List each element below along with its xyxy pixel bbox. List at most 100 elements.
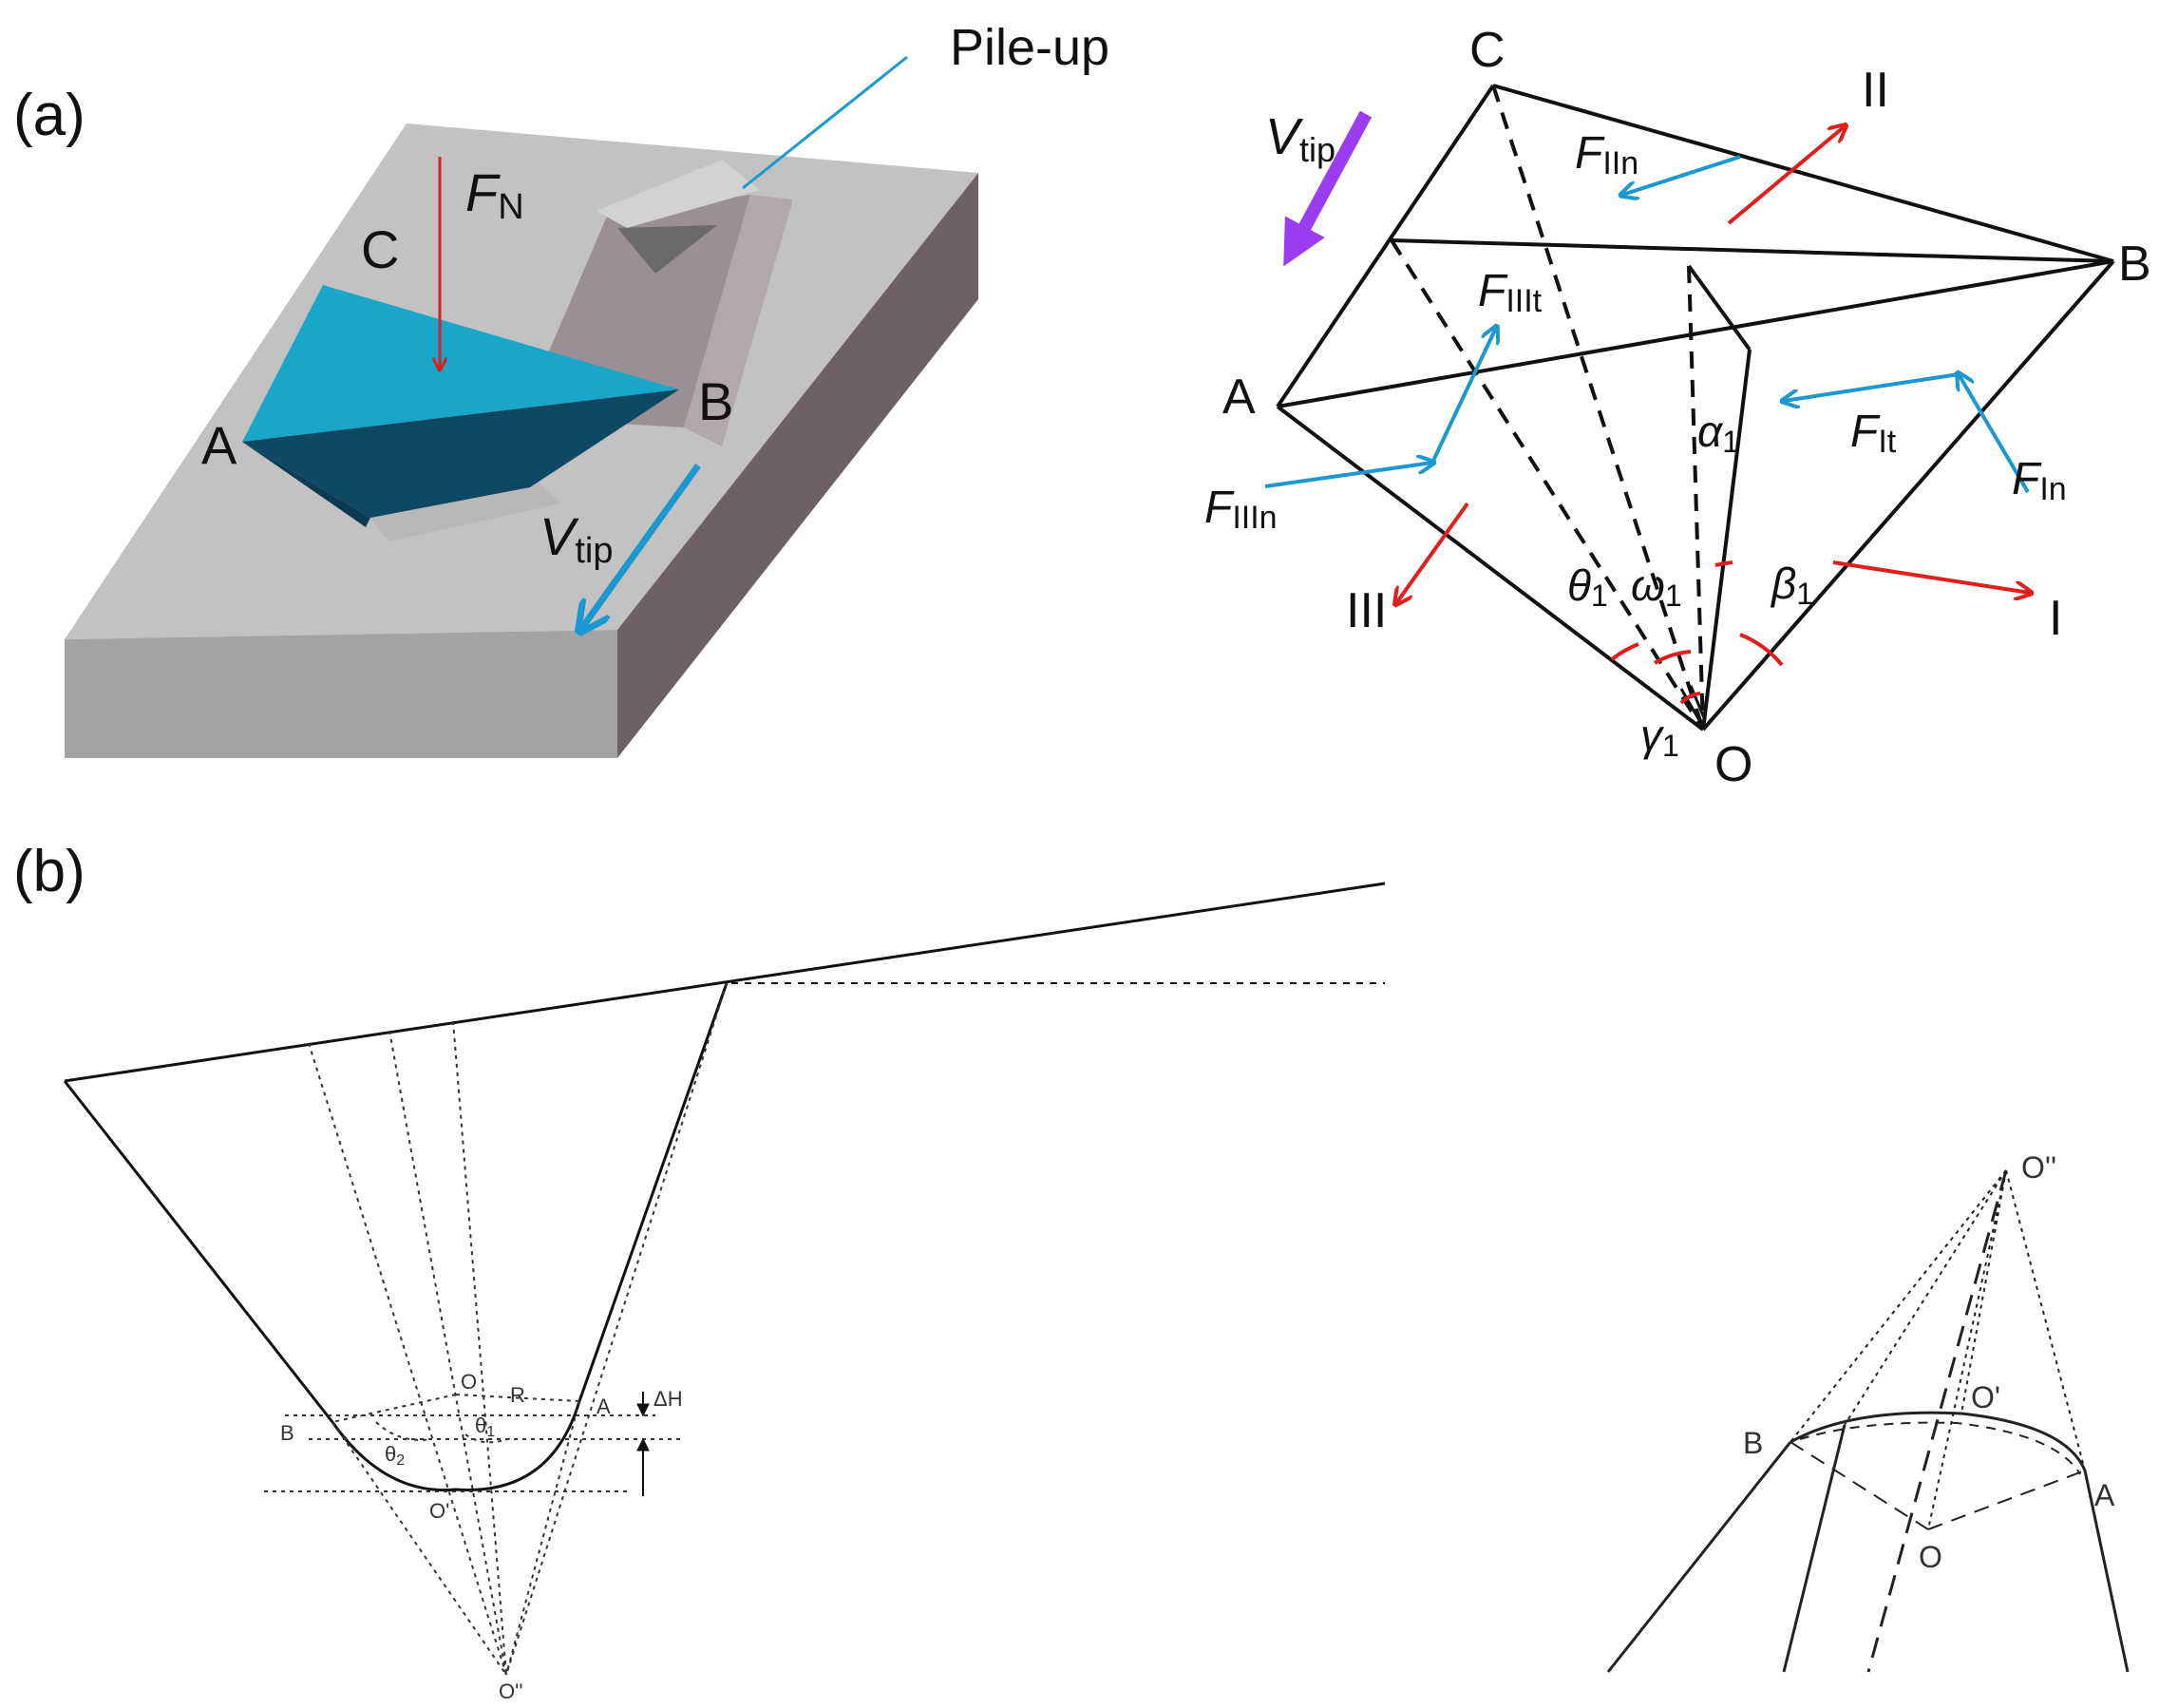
cone-dotted-2 [1844,1169,2007,1426]
block-vertex-b: B [698,371,733,431]
edge-a-o [1276,405,1705,731]
profile-o-double-label: O'' [499,1680,523,1703]
direction-label-1: I [2049,591,2062,646]
edge-c-a [1276,84,1495,408]
pyramid-velocity-arrow [1283,110,1373,267]
force-iin-arrow [1622,155,1741,195]
block-vertex-a: A [201,415,237,475]
construction-line-2 [388,1030,507,1676]
direction-arrow-1 [1832,560,2030,593]
apex-hatch-1 [1679,688,1702,723]
dashed-ridge-o [1687,265,1705,731]
profile-curve [63,982,729,1492]
cone-right-edge [2083,1470,2130,1673]
pyramid-vertex-b: B [2118,237,2151,292]
pileup-label: Pile-up [950,19,1109,76]
force-iiit-arrow [1430,328,1496,464]
cone-dotted-lines [1790,1169,2086,1530]
construction-line-4 [505,982,728,1676]
beta-arc [1739,633,1784,667]
pyramid-vertex-a: A [1222,370,1256,425]
cone-inner-edge [1782,1424,1847,1673]
profile-r-label: R [510,1383,525,1407]
cone-dotted-4 [2005,1169,2086,1471]
force-it-label: FIt [1850,407,1897,460]
profile-theta-1-label: θ1 [475,1414,495,1440]
force-iiin-arrow [1264,463,1432,488]
cone-left-edge [1606,1441,1792,1673]
construction-line-3 [452,1020,507,1676]
panel-a-label: (a) [13,83,85,148]
theta-arc [1610,642,1639,661]
direction-arrow-3 [1396,502,1469,603]
pyramid-schematic [1276,84,2115,731]
force-iiin-label: FIIIn [1204,483,1278,536]
theta-label: θ1 [1567,560,1608,613]
cone-axis [1866,1169,2008,1673]
tip-lower-face [242,442,370,527]
gamma-label: γ1 [1640,711,1679,763]
edge-ridge-o [1701,349,1752,731]
dashed-mid-o [1390,238,1705,731]
groove-exit [366,475,560,541]
construction-line-6 [505,1400,580,1676]
cone-dotted-1 [1790,1169,2007,1443]
beta-label: β1 [1770,559,1813,611]
block-side-face [617,173,978,758]
block-velocity-arrow [581,463,701,629]
edge-a-b [1277,259,2114,408]
pyramid-vertex-c: C [1469,23,1506,78]
cone-dotted-3 [1927,1169,2007,1530]
dashed-c-o [1491,85,1705,731]
cone-b-label: B [1743,1426,1763,1460]
groove-wall [684,195,793,446]
pyramid-vertex-o: O [1714,737,1752,792]
angle-arcs [1610,560,1784,705]
profile-b-label: B [280,1421,294,1445]
force-in-arrow [1959,374,2030,494]
force-iiit-label: FIIIt [1478,266,1543,319]
omega-arc [1653,650,1692,665]
edge-ridge [1687,264,1752,351]
cone-cap-arc [1790,1411,2087,1471]
profile-theta-2-label: θ2 [385,1442,405,1469]
construction-line-1 [308,1042,507,1676]
pileup-ridge [597,160,760,228]
tip-dark-face [242,389,679,518]
surface-line [64,882,1386,1083]
direction-arrow-2 [1727,126,1845,225]
construction-line-5 [331,1421,507,1676]
profile-o-label: O [461,1370,477,1394]
cone-diagram [1606,1169,2130,1673]
cone-a-label: A [2094,1478,2115,1512]
cone-base-line-b [1790,1441,1929,1530]
cone-base-line-a [1927,1470,2086,1530]
alpha-arc [1714,560,1733,567]
direction-label-2: II [1862,63,1889,118]
cone-o-label: O [1919,1540,1942,1574]
force-iin-label: FIIn [1575,128,1638,181]
theta-1-arc [464,1433,514,1444]
normal-force-label: FN [465,162,524,227]
workpiece-block [65,123,978,758]
block-vertex-c: C [361,219,399,279]
alpha-label: α1 [1697,407,1739,459]
panel-b-label: (b) [13,839,85,904]
construction-lines [264,982,728,1676]
cone-o-prime-label: O' [1971,1380,2000,1414]
pyramid-velocity-label: Vtip [1265,108,1335,169]
edge-mid-b [1391,238,2114,263]
cone-cap-inner-arc [1799,1421,2081,1475]
gamma-arc [1679,692,1701,705]
apex-hatch-2 [1689,685,1707,721]
pileup-leader-line [742,55,908,190]
force-it-arrow [1784,372,1960,401]
radius-line-a [455,1394,580,1402]
profile-o-prime-label: O' [429,1499,449,1523]
profile-delta-h-label: ΔH [653,1387,683,1411]
profile-a-label: A [597,1395,611,1418]
cone-o-double-label: O'' [2021,1150,2056,1185]
force-in-label: FIn [2012,454,2067,507]
